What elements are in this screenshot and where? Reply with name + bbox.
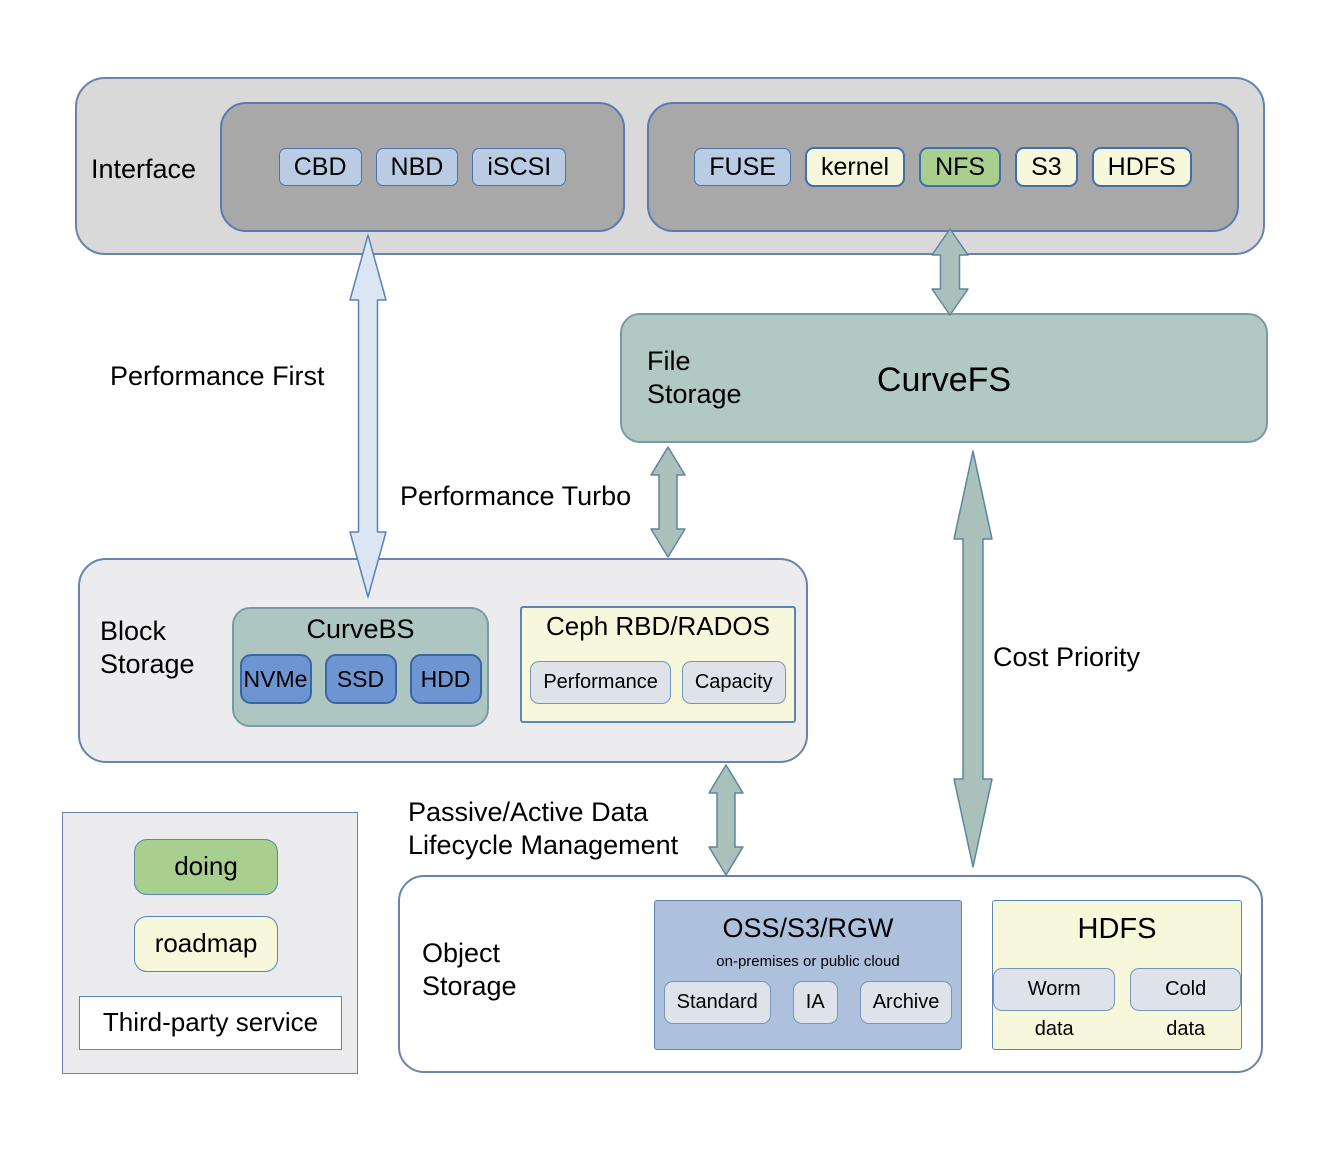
chip-worm-data: Worm data bbox=[993, 968, 1116, 1040]
hdfs-box: HDFS Worm data Cold data bbox=[992, 900, 1242, 1050]
chip-iscsi: iSCSI bbox=[472, 148, 567, 186]
interface-label: Interface bbox=[91, 154, 197, 184]
ceph-box: Ceph RBD/RADOS Performance Capacity bbox=[520, 606, 796, 723]
oss-title: OSS/S3/RGW bbox=[722, 913, 894, 943]
performance-first-label: Performance First bbox=[110, 361, 325, 391]
legend-third-party: Third-party service bbox=[79, 996, 342, 1050]
chip-hdfs-iface: HDFS bbox=[1091, 147, 1192, 187]
cost-priority-arrow-icon bbox=[953, 450, 993, 868]
block-interface-group: CBD NBD iSCSI bbox=[220, 102, 625, 232]
chip-standard: Standard bbox=[663, 981, 771, 1024]
chip-fuse: FUSE bbox=[694, 148, 791, 186]
curvefs-title: CurveFS bbox=[876, 361, 1012, 399]
chip-capacity: Capacity bbox=[681, 661, 786, 704]
curvefs-box: File Storage CurveFS bbox=[620, 313, 1268, 443]
cost-priority-label: Cost Priority bbox=[993, 642, 1141, 672]
legend-roadmap: roadmap bbox=[134, 916, 278, 972]
performance-turbo-label: Performance Turbo bbox=[400, 481, 632, 511]
chip-hdd: HDD bbox=[409, 654, 482, 704]
file-storage-label: File Storage bbox=[647, 346, 742, 409]
chip-ia: IA bbox=[792, 981, 838, 1024]
block-storage-container: Block Storage CurveBS NVMe SSD HDD Ceph … bbox=[78, 558, 808, 763]
lifecycle-arrow-icon bbox=[708, 764, 744, 876]
file-interface-group: FUSE kernel NFS S3 HDFS bbox=[647, 102, 1239, 232]
chip-nbd: NBD bbox=[375, 148, 459, 186]
chip-cold-data: Cold data bbox=[1130, 968, 1241, 1040]
chip-nvme: NVMe bbox=[239, 654, 312, 704]
interface-container: Interface CBD NBD iSCSI FUSE kernel NFS … bbox=[75, 77, 1265, 255]
oss-chip-row: Standard IA Archive bbox=[655, 981, 961, 1024]
lifecycle-label: Passive/Active Data Lifecycle Management bbox=[408, 797, 679, 860]
performance-turbo-arrow-icon bbox=[650, 446, 686, 558]
legend-box: doing roadmap Third-party service bbox=[62, 812, 358, 1074]
ceph-chip-row: Performance Capacity bbox=[522, 661, 794, 704]
oss-box: OSS/S3/RGW on-premises or public cloud S… bbox=[654, 900, 962, 1050]
chip-performance: Performance bbox=[530, 661, 671, 704]
hdfs-title: HDFS bbox=[1077, 913, 1157, 945]
chip-cbd: CBD bbox=[278, 148, 362, 186]
object-storage-container: Object Storage OSS/S3/RGW on-premises or… bbox=[398, 875, 1263, 1073]
hdfs-chip-row: Worm data Cold data bbox=[993, 968, 1241, 1040]
ceph-title: Ceph RBD/RADOS bbox=[546, 611, 770, 641]
curvebs-disk-row: NVMe SSD HDD bbox=[234, 654, 487, 704]
performance-first-arrow-icon bbox=[349, 234, 387, 598]
curvebs-title: CurveBS bbox=[306, 614, 415, 644]
chip-nfs: NFS bbox=[919, 147, 1002, 187]
curvebs-box: CurveBS NVMe SSD HDD bbox=[232, 607, 489, 727]
object-storage-label: Object Storage bbox=[422, 938, 517, 1001]
oss-subtitle: on-premises or public cloud bbox=[716, 953, 900, 970]
block-storage-label: Block Storage bbox=[100, 616, 195, 679]
chip-kernel: kernel bbox=[804, 147, 906, 187]
chip-ssd: SSD bbox=[324, 654, 397, 704]
chip-s3: S3 bbox=[1015, 147, 1078, 187]
interface-curvefs-arrow-icon bbox=[931, 228, 969, 316]
legend-doing: doing bbox=[134, 839, 278, 895]
chip-archive: Archive bbox=[859, 981, 953, 1024]
